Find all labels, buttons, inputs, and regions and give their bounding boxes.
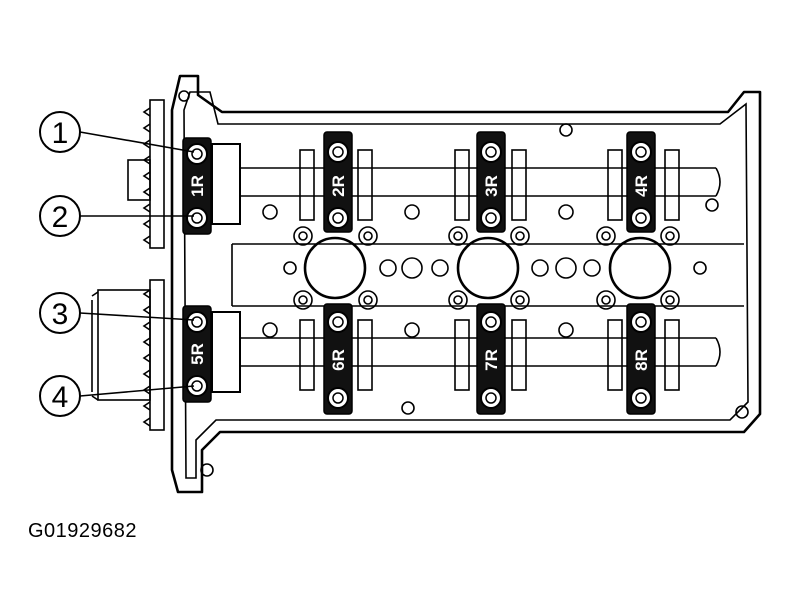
cap-label-1R: 1R — [188, 175, 207, 197]
callout-2: 2 — [39, 195, 81, 237]
bearing-cap-4R: 4R — [626, 131, 656, 233]
gallery-bolts — [262, 204, 680, 338]
callout-2-number: 2 — [52, 201, 69, 234]
callout-3-number: 3 — [52, 298, 69, 331]
valve-rockers — [299, 149, 680, 391]
callout-3: 3 — [39, 292, 81, 334]
callout-1: 1 — [39, 111, 81, 153]
bearing-cap-7R: 7R — [476, 303, 506, 415]
cap-label-8R: 8R — [632, 349, 651, 371]
cap-label-2R: 2R — [329, 175, 348, 197]
callout-4-number: 4 — [52, 381, 69, 414]
spark-plug-gallery — [231, 236, 744, 307]
timing-sprocket-lower — [91, 279, 165, 431]
cap-label-6R: 6R — [329, 349, 348, 371]
bearing-cap-2R: 2R — [323, 131, 353, 233]
timing-sprocket-upper — [127, 99, 165, 249]
cap-label-5R: 5R — [188, 343, 207, 365]
cylinder-head-outline — [170, 74, 762, 494]
cap-label-3R: 3R — [482, 175, 501, 197]
bearing-cap-5R: 5R — [182, 305, 241, 403]
callout-leaders — [79, 131, 195, 397]
cap-label-7R: 7R — [482, 349, 501, 371]
figure-code: G01929682 — [28, 520, 138, 542]
cap-label-4R: 4R — [632, 175, 651, 197]
callout-4: 4 — [39, 375, 81, 417]
bearing-cap-8R: 8R — [626, 303, 656, 415]
bearing-cap-1R: 1R — [182, 137, 241, 235]
bearing-cap-3R: 3R — [476, 131, 506, 233]
callout-1-number: 1 — [52, 117, 69, 150]
bearing-cap-6R: 6R — [323, 303, 353, 415]
